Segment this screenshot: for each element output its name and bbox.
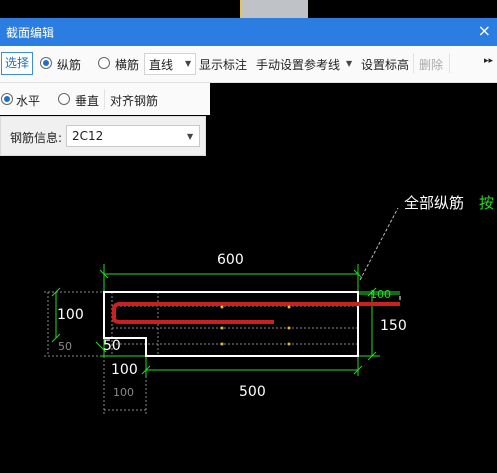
section-outline[interactable] <box>103 291 359 357</box>
dim-step-height: 100 <box>111 362 138 378</box>
toolbar-alignment: 水平 垂直 对齐钢筋 <box>0 83 210 115</box>
line-mode-select[interactable]: 直线 ▼ <box>144 53 196 75</box>
radio-vertical-label[interactable]: 垂直 <box>75 94 100 108</box>
toolbar-divider <box>104 89 105 109</box>
radio-longitudinal[interactable] <box>40 57 52 69</box>
align-rebar-button[interactable]: 对齐钢筋 <box>110 94 159 108</box>
delete-button[interactable]: 删除 <box>419 58 444 72</box>
radio-horizontal-label[interactable]: 水平 <box>16 94 41 108</box>
chevron-down-icon: ▼ <box>185 59 192 68</box>
dim-left-lower: 50 <box>58 340 72 353</box>
toolbar-overflow-icon[interactable]: ▸▸ <box>484 56 494 66</box>
line-mode-value: 直线 <box>149 58 174 72</box>
secondary-dimension-lines <box>44 291 360 416</box>
set-elevation-button[interactable]: 设置标高 <box>361 58 410 72</box>
radio-longitudinal-label[interactable]: 纵筋 <box>57 58 82 72</box>
close-button[interactable]: × <box>477 21 491 40</box>
reference-line-dropdown-icon[interactable]: ▼ <box>346 59 353 68</box>
dim-bottom-left: 100 <box>113 386 134 399</box>
dim-right-top: 100 <box>370 288 391 301</box>
rebar-info-panel: 钢筋信息: 2C12 ▼ <box>0 116 206 156</box>
dim-left: 100 <box>57 307 84 323</box>
radio-vertical[interactable] <box>58 93 70 105</box>
callout-leader <box>359 207 399 281</box>
dim-bottom-width: 500 <box>239 384 266 400</box>
radio-horizontal[interactable] <box>1 93 13 105</box>
rebar-info-select[interactable]: 2C12 ▼ <box>66 125 200 147</box>
title-bar: 截面编辑 × <box>0 18 497 46</box>
show-annotation-button[interactable]: 显示标注 <box>199 58 248 72</box>
section-canvas[interactable]: 全部纵筋 按 50 100 <box>0 156 497 473</box>
chevron-down-icon: ▼ <box>187 132 194 141</box>
dim-step-width: 50 <box>103 338 121 354</box>
select-button[interactable]: 选择 <box>1 52 33 75</box>
toolbar-divider <box>449 53 450 73</box>
radio-stirrup-label[interactable]: 横筋 <box>115 58 140 72</box>
radio-stirrup[interactable] <box>98 57 110 69</box>
rebar-line[interactable] <box>112 302 400 324</box>
callout-text-green: 按 <box>479 194 494 212</box>
dim-right: 150 <box>380 318 407 334</box>
callout-text: 全部纵筋 <box>404 194 464 212</box>
rebar-points <box>220 305 291 346</box>
rebar-info-value: 2C12 <box>72 129 104 143</box>
manual-reference-line-button[interactable]: 手动设置参考线 <box>256 58 341 72</box>
dim-top: 600 <box>217 252 244 268</box>
toolbar-main: 选择 纵筋 横筋 直线 ▼ 显示标注 手动设置参考线 ▼ 设置标高 删除 ▸▸ <box>0 46 497 83</box>
rebar-info-label: 钢筋信息: <box>10 131 63 145</box>
background-window-edge <box>240 0 308 18</box>
toolbar-divider <box>413 53 414 73</box>
window-title: 截面编辑 <box>6 26 55 40</box>
canvas-strip <box>210 83 497 115</box>
